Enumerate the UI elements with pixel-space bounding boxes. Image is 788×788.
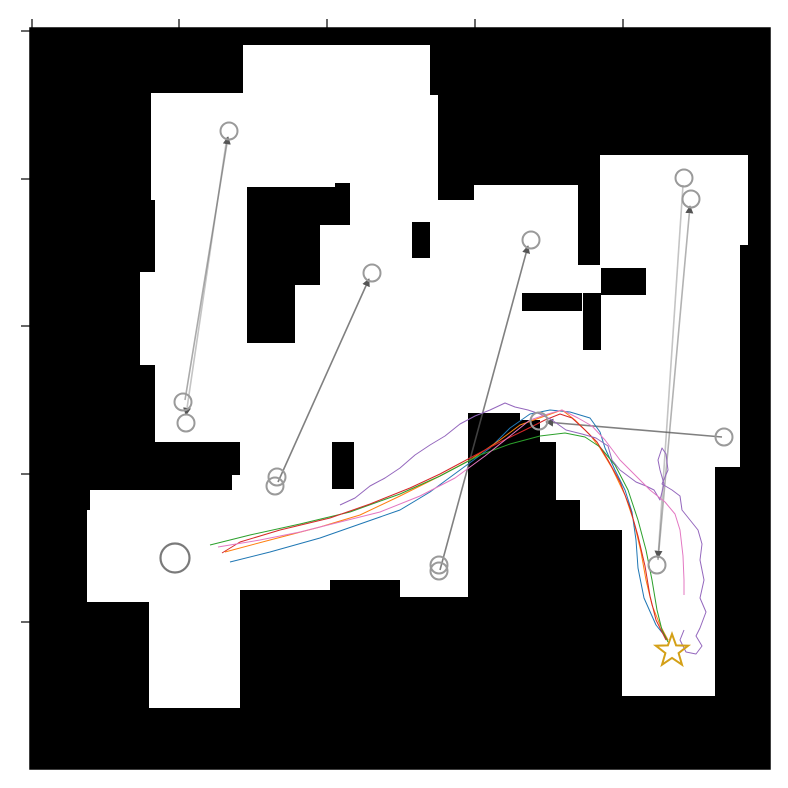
obstacles bbox=[247, 183, 646, 499]
arrow bbox=[545, 418, 723, 438]
waypoint bbox=[362, 263, 382, 283]
goal-star-icon bbox=[652, 631, 692, 668]
arrow bbox=[183, 136, 228, 416]
x-axis-ticks bbox=[31, 19, 624, 28]
obstacle bbox=[412, 222, 430, 258]
waypoint bbox=[529, 411, 549, 431]
obstacle bbox=[247, 183, 349, 343]
arrow bbox=[439, 245, 530, 571]
waypoint bbox=[674, 168, 694, 188]
trajectories bbox=[209, 402, 707, 655]
waypoint bbox=[429, 561, 449, 581]
trajectory-pink bbox=[217, 409, 685, 595]
axes-frame bbox=[29, 27, 771, 770]
obstacle bbox=[601, 268, 646, 295]
start-marker bbox=[159, 542, 191, 574]
obstacle bbox=[514, 483, 556, 491]
trajectory-green bbox=[209, 432, 669, 643]
waypoint-arrows bbox=[183, 136, 723, 571]
waypoint bbox=[647, 555, 667, 575]
waypoint bbox=[429, 555, 449, 575]
waypoint bbox=[267, 467, 287, 487]
obstacle bbox=[583, 293, 601, 350]
waypoint bbox=[521, 230, 541, 250]
trajectory-purple bbox=[339, 402, 707, 655]
waypoint bbox=[681, 189, 701, 209]
arrow bbox=[654, 184, 684, 559]
arrow bbox=[277, 278, 370, 483]
waypoint bbox=[714, 427, 734, 447]
obstacle bbox=[522, 293, 582, 311]
y-axis-ticks bbox=[21, 30, 30, 623]
waypoint bbox=[265, 476, 285, 496]
trajectory-blue bbox=[229, 409, 669, 641]
obstacle bbox=[348, 183, 350, 225]
waypoint bbox=[173, 392, 193, 412]
arrow bbox=[184, 136, 231, 401]
trajectory-red bbox=[221, 413, 667, 641]
waypoint bbox=[176, 413, 196, 433]
waypoint bbox=[219, 121, 239, 141]
waypoints bbox=[173, 121, 734, 581]
obstacle bbox=[332, 442, 354, 489]
trajectory-orange bbox=[224, 409, 669, 641]
